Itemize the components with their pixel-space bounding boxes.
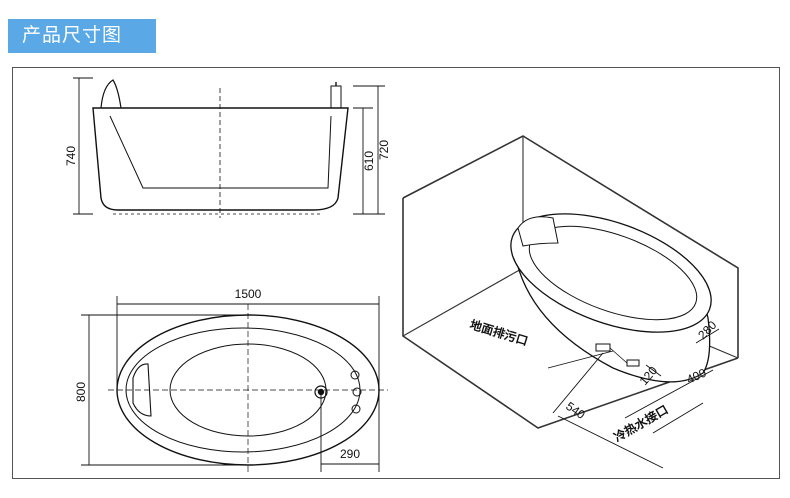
dim-740: 740	[64, 146, 78, 166]
dim-800: 800	[74, 382, 88, 402]
dim-1500: 1500	[235, 287, 262, 301]
side-faucet	[330, 85, 342, 109]
dim-290: 290	[340, 447, 360, 461]
side-tub-outline	[92, 107, 349, 211]
iso-drain-outlet	[595, 343, 611, 352]
dim-720: 720	[377, 140, 391, 160]
drawing-canvas: 740 610 720	[64, 77, 739, 473]
side-view	[92, 79, 349, 218]
iso-dimensions	[547, 328, 720, 469]
section-title: 产品尺寸图	[8, 19, 156, 53]
water-inlet-label: 冷热水接口	[611, 402, 670, 445]
top-control-2	[352, 387, 362, 397]
top-headrest	[132, 363, 152, 417]
side-dimensions	[73, 77, 385, 215]
dimension-drawing: 740 610 720	[12, 67, 780, 479]
iso-tub	[510, 213, 712, 383]
side-inner-basin	[109, 115, 332, 189]
iso-water-outlet	[626, 359, 640, 367]
iso-headrest	[517, 216, 559, 247]
floor-drain-label: 地面排污口	[468, 317, 530, 349]
top-dimensions	[81, 296, 380, 472]
top-control-1	[350, 370, 360, 380]
side-headrest	[100, 79, 122, 109]
dim-610: 610	[362, 151, 376, 171]
top-control-3	[351, 404, 361, 414]
